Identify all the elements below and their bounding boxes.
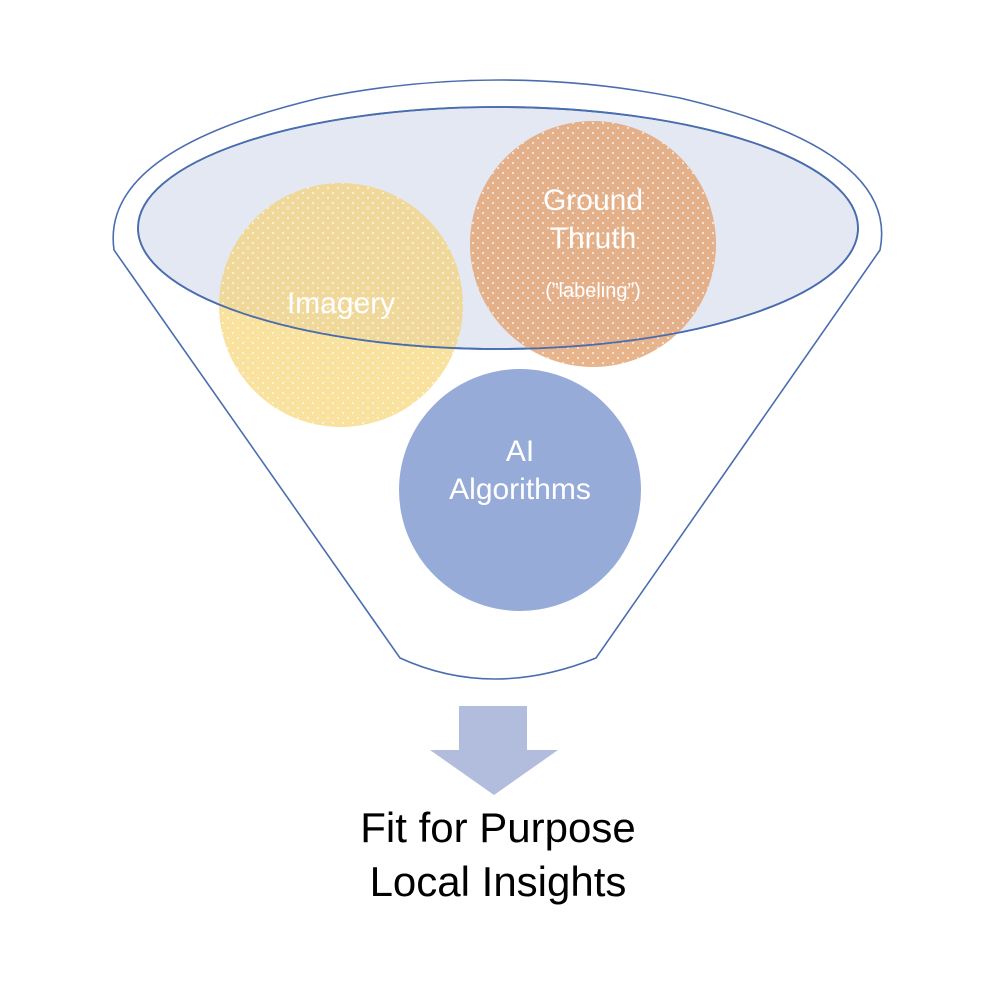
output-line2: Local Insights: [369, 858, 627, 905]
imagery-label: Imagery: [287, 287, 395, 320]
ai-algorithms-node: AI Algorithms: [399, 369, 641, 611]
ground-truth-node: Ground Thruth (”labeling”): [470, 121, 716, 367]
ground-truth-label-line3: (”labeling”): [545, 280, 641, 302]
funnel-opening-rim: [137, 106, 859, 350]
ground-truth-label-line1: Ground: [543, 184, 643, 217]
output-line1: Fit for Purpose: [360, 804, 636, 851]
ai-algorithms-label-line2: Algorithms: [449, 473, 591, 506]
down-arrow: [430, 706, 558, 795]
ai-algorithms-label-line1: AI: [506, 435, 534, 468]
imagery-node: Imagery: [219, 183, 463, 427]
ground-truth-label-line2: Thruth: [550, 222, 637, 255]
